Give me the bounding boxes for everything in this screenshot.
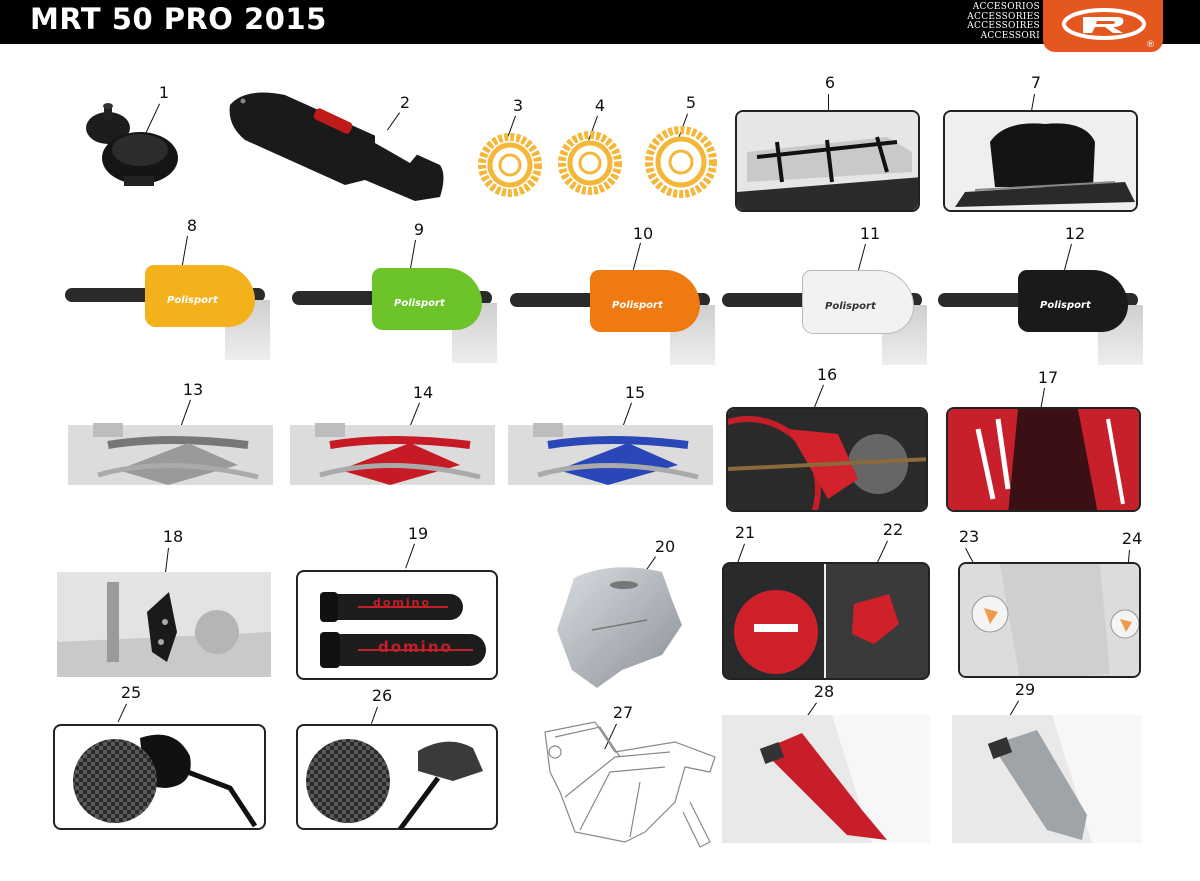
mirror-carbon-alt-photo: [296, 724, 498, 830]
part-number-3: 3: [512, 96, 524, 115]
frame-brace-red-image: [290, 423, 495, 485]
leader-line-26: [370, 706, 378, 724]
handguard-black: Polisport: [1018, 270, 1128, 332]
part-number-19: 19: [407, 524, 429, 543]
part-number-7: 7: [1030, 73, 1042, 92]
part-number-1: 1: [158, 83, 170, 102]
handguard-brand: Polisport: [167, 295, 218, 306]
part-number-17: 17: [1037, 368, 1059, 387]
handguard-brand: Polisport: [825, 301, 876, 312]
grip-brand-bottom: domino: [378, 638, 453, 656]
handguard-green: Polisport: [372, 268, 482, 330]
page-title: MRT 50 PRO 2015: [30, 2, 327, 36]
accessories-line-en: ACCESSORIES: [967, 11, 1040, 22]
top-case-photo: [943, 110, 1138, 212]
sprocket-image-5: [645, 126, 717, 198]
frame-drawing-image: [544, 721, 716, 848]
part-number-15: 15: [624, 383, 646, 402]
chain-guide-photo: [726, 407, 928, 512]
leader-line-16: [813, 384, 824, 408]
part-number-12: 12: [1064, 224, 1086, 243]
leader-line-25: [117, 703, 127, 723]
part-number-4: 4: [594, 96, 606, 115]
accessories-label: ACCESORIOS ACCESSORIES ACCESSOIRES ACCES…: [955, 2, 1040, 41]
mirror-carbon-photo: [53, 724, 266, 830]
accessories-line-fr: ACCESSOIRES: [967, 21, 1040, 31]
leader-line-17: [1040, 387, 1045, 408]
grip-brand-top: domino: [373, 596, 432, 609]
handguard-white: Polisport: [802, 270, 914, 334]
brand-logo: ®: [1043, 0, 1163, 52]
exhaust-silver-image: [952, 715, 1142, 843]
handguard-brand: Polisport: [394, 298, 445, 309]
part-number-2: 2: [399, 93, 411, 112]
handguard-orange-image: Polisport: [510, 265, 715, 365]
part-number-10: 10: [632, 224, 654, 243]
registered-mark: ®: [1146, 40, 1155, 50]
part-number-21: 21: [734, 523, 756, 542]
part-number-20: 20: [654, 537, 676, 556]
part-number-23: 23: [958, 527, 980, 546]
part-number-6: 6: [824, 73, 836, 92]
sprocket-image-4: [558, 131, 622, 195]
part-number-5: 5: [685, 93, 697, 112]
grips-photo: domino domino: [296, 570, 498, 680]
handguard-brand: Polisport: [612, 300, 663, 311]
part-number-16: 16: [816, 365, 838, 384]
rear-rack-photo: [735, 110, 920, 212]
handguard-black-image: Polisport: [938, 265, 1143, 365]
handguard-yellow-image: Polisport: [65, 260, 270, 360]
handguard-brand: Polisport: [1040, 300, 1091, 311]
sprocket-image-3: [478, 133, 542, 197]
part-number-27: 27: [612, 703, 634, 722]
rear-fender-light-image: [229, 92, 444, 201]
frame-brace-blue-image: [508, 423, 713, 485]
engine-guard-part-image: [57, 572, 271, 677]
handguard-white-image: Polisport: [722, 265, 927, 365]
part-number-22: 22: [882, 520, 904, 539]
accessories-line-es: ACCESORIOS: [972, 2, 1040, 12]
part-number-8: 8: [186, 216, 198, 235]
skid-plate-image: [557, 567, 682, 688]
part-number-18: 18: [162, 527, 184, 546]
part-number-26: 26: [371, 686, 393, 705]
exhaust-red-image: [722, 715, 930, 843]
part-number-14: 14: [412, 383, 434, 402]
part-number-25: 25: [120, 683, 142, 702]
indicators-photo: [958, 562, 1141, 678]
leader-line-19: [404, 543, 415, 569]
handguard-orange: Polisport: [590, 270, 700, 332]
fork-protector-photo: [946, 407, 1141, 512]
part-number-29: 29: [1014, 680, 1036, 699]
frame-brace-grey-image: [68, 423, 273, 485]
engine-covers-photo: [722, 562, 930, 680]
fuel-cap-image: [86, 103, 178, 186]
header-bar: MRT 50 PRO 2015 ACCESORIOS ACCESSORIES A…: [0, 0, 1200, 52]
handguard-yellow: Polisport: [145, 265, 255, 327]
accessories-line-it: ACCESSORI: [980, 30, 1040, 41]
part-number-13: 13: [182, 380, 204, 399]
part-number-28: 28: [813, 682, 835, 701]
part-number-9: 9: [413, 220, 425, 239]
handguard-green-image: Polisport: [292, 263, 497, 363]
part-number-11: 11: [859, 224, 881, 243]
part-number-24: 24: [1121, 529, 1143, 548]
